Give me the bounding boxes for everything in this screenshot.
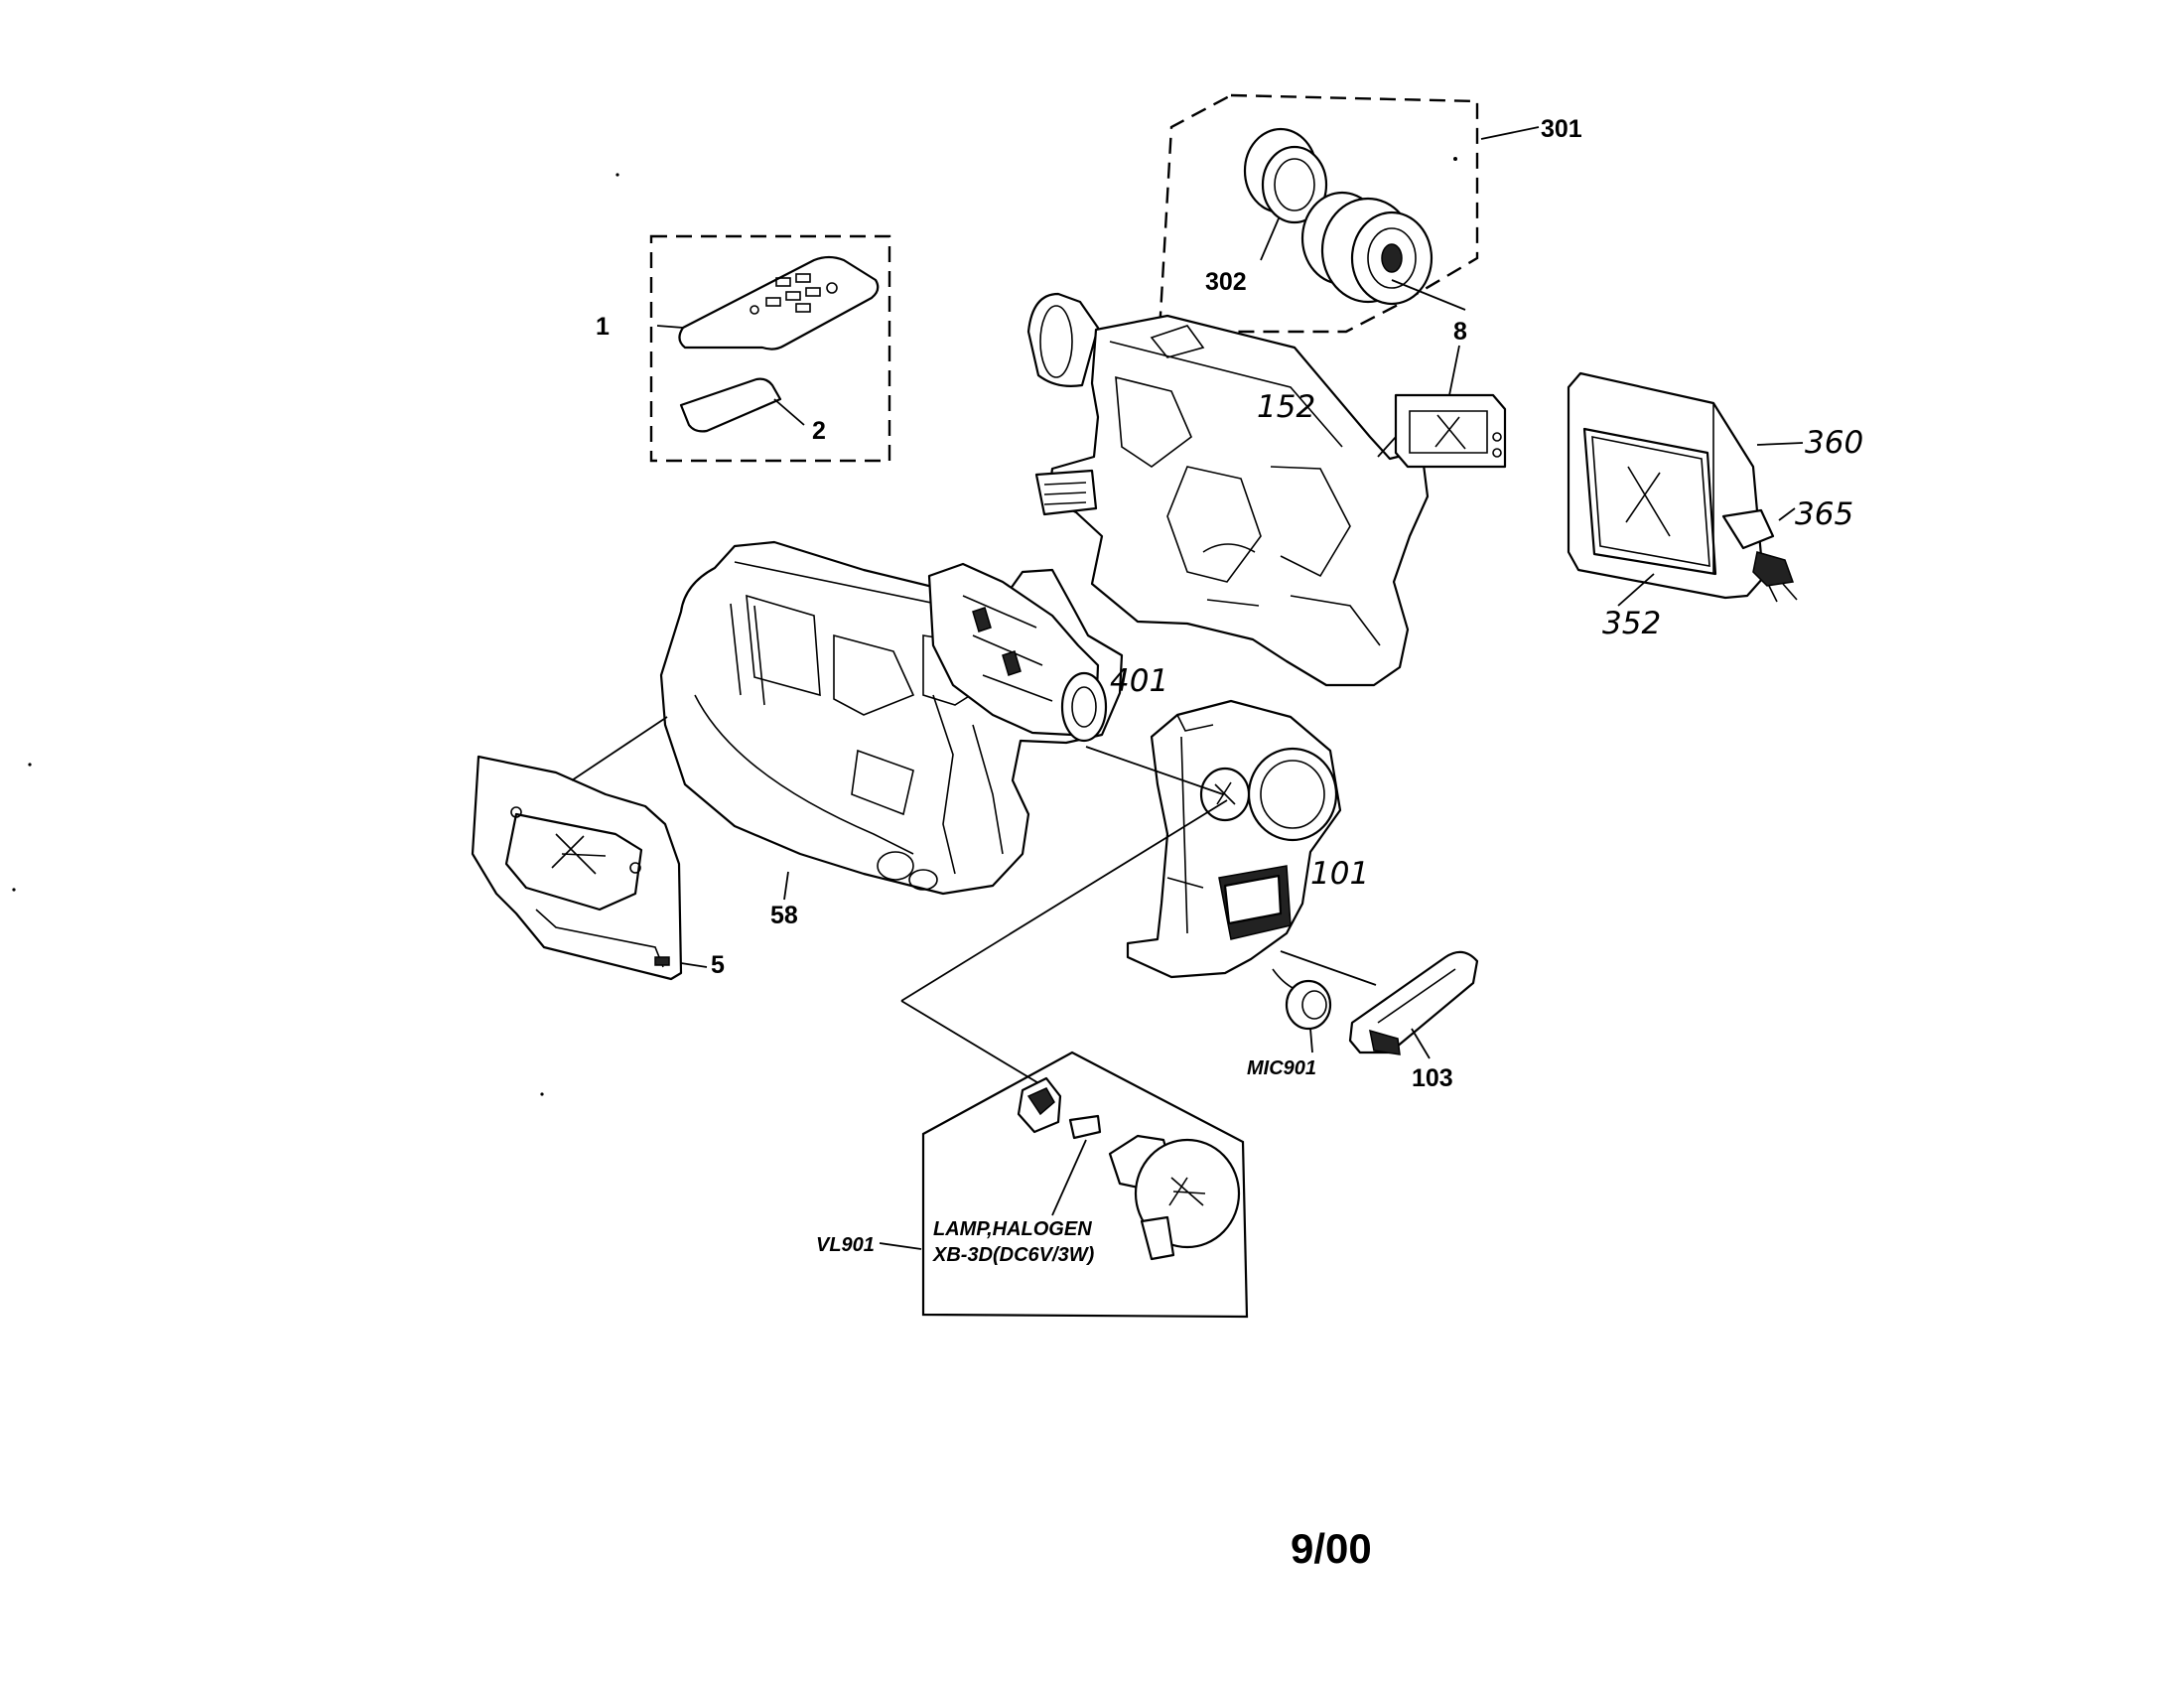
label-8: 8: [1453, 318, 1467, 346]
label-2: 2: [812, 417, 826, 445]
lamp-name: LAMP,HALOGEN: [933, 1218, 1092, 1240]
remote-control-group: 1 2: [596, 234, 891, 463]
lamp-socket: [1017, 1076, 1062, 1134]
halogen-lamp-vl901: VL901 LAMP,HALOGEN XB-3D(DC6V/3W): [816, 1051, 1249, 1319]
drive-assembly-401: 401: [927, 562, 1168, 743]
revision-date: 9/00: [1291, 1525, 1372, 1572]
lamp-box: [921, 1051, 1249, 1319]
bracket-103: 103: [1348, 950, 1479, 1092]
lens-ring-302: [1243, 127, 1328, 224]
lens-barrel: [1300, 191, 1433, 306]
label-mic901: MIC901: [1247, 1057, 1316, 1079]
lens-dashed-box: [1158, 93, 1479, 334]
label-360: 360: [1805, 425, 1863, 461]
microphone-mic901: MIC901: [1247, 968, 1332, 1079]
label-352: 352: [1602, 606, 1661, 641]
lcd-monitor: 360 365 352: [1567, 371, 1863, 641]
label-vl901: VL901: [816, 1234, 875, 1256]
remote-battery-cover: [679, 377, 782, 433]
label-365: 365: [1795, 496, 1853, 532]
upper-housing-152: [1026, 292, 1430, 687]
lens-group: 301 302: [1158, 93, 1582, 334]
label-152: 152: [1257, 389, 1315, 425]
panel-8: 8: [1377, 318, 1507, 469]
label-302: 302: [1205, 268, 1247, 296]
label-5: 5: [711, 951, 725, 979]
side-cover-5: 5: [471, 755, 725, 981]
label-301: 301: [1541, 115, 1582, 143]
label-401: 401: [1110, 663, 1168, 699]
front-housing-101: 101: [1126, 699, 1369, 979]
remote-dashed-box: [649, 234, 891, 463]
label-101: 101: [1310, 856, 1369, 892]
lamp-spec: XB-3D(DC6V/3W): [932, 1244, 1095, 1266]
label-58: 58: [770, 902, 798, 929]
label-1: 1: [596, 313, 610, 341]
lamp-bulb: [1068, 1114, 1241, 1261]
remote-control: [678, 255, 880, 351]
remote-buttons: [750, 273, 838, 315]
label-103: 103: [1412, 1064, 1453, 1092]
